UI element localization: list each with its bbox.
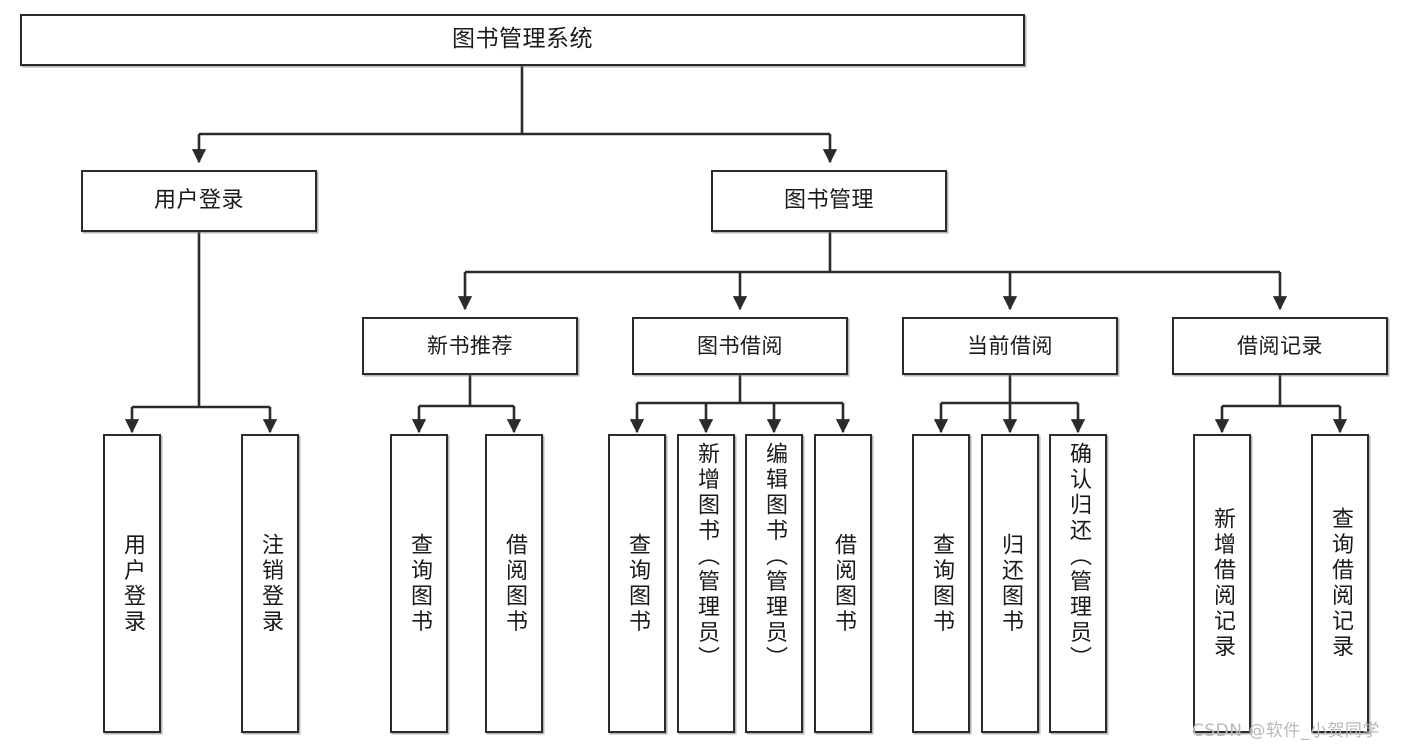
leaf-query-book-2[interactable]: 查询图书	[608, 434, 666, 733]
leaf-confirm-return-admin[interactable]: 确认归还（管理员）	[1049, 434, 1107, 733]
leaf-return-book[interactable]: 归还图书	[981, 434, 1039, 733]
leaf-edit-book-admin-label: 编辑图书（管理员）	[762, 442, 787, 672]
leaf-add-borrow-record-label: 新增借阅记录	[1210, 507, 1235, 660]
leaf-return-book-label: 归还图书	[998, 532, 1023, 635]
leaf-confirm-return-admin-label: 确认归还（管理员）	[1066, 442, 1091, 672]
node-user-login[interactable]: 用户登录	[81, 170, 317, 232]
node-book-management-label: 图书管理	[783, 188, 874, 214]
node-borrow-record[interactable]: 借阅记录	[1172, 317, 1388, 375]
leaf-borrow-book-2-label: 借阅图书	[831, 532, 856, 635]
leaf-query-book-1-label: 查询图书	[407, 532, 432, 635]
leaf-user-login-label: 用户登录	[120, 532, 145, 635]
csdn-watermark: CSDN @软件_小贺同学	[1192, 721, 1380, 741]
node-book-borrow[interactable]: 图书借阅	[632, 317, 848, 375]
node-root[interactable]: 图书管理系统	[20, 14, 1025, 66]
node-new-book-recommend-label: 新书推荐	[427, 333, 513, 358]
leaf-borrow-book-1[interactable]: 借阅图书	[485, 434, 543, 733]
leaf-query-book-3-label: 查询图书	[929, 532, 954, 635]
node-borrow-record-label: 借阅记录	[1237, 333, 1323, 358]
leaf-query-book-2-label: 查询图书	[625, 532, 650, 635]
leaf-add-book-admin-label: 新增图书（管理员）	[694, 442, 719, 672]
leaf-add-book-admin[interactable]: 新增图书（管理员）	[677, 434, 735, 733]
node-root-label: 图书管理系统	[452, 26, 593, 53]
node-current-borrow-label: 当前借阅	[967, 333, 1053, 358]
node-user-login-label: 用户登录	[153, 188, 244, 214]
node-new-book-recommend[interactable]: 新书推荐	[362, 317, 578, 375]
leaf-logout[interactable]: 注销登录	[241, 434, 299, 733]
leaf-borrow-book-2[interactable]: 借阅图书	[814, 434, 872, 733]
node-book-borrow-label: 图书借阅	[697, 333, 783, 358]
leaf-user-login[interactable]: 用户登录	[103, 434, 161, 733]
leaf-edit-book-admin[interactable]: 编辑图书（管理员）	[745, 434, 803, 733]
node-current-borrow[interactable]: 当前借阅	[902, 317, 1118, 375]
node-book-management[interactable]: 图书管理	[711, 170, 947, 232]
leaf-query-book-3[interactable]: 查询图书	[912, 434, 970, 733]
leaf-logout-label: 注销登录	[258, 532, 283, 635]
leaf-query-borrow-record-label: 查询借阅记录	[1328, 507, 1353, 660]
leaf-add-borrow-record[interactable]: 新增借阅记录	[1193, 434, 1251, 733]
leaf-query-book-1[interactable]: 查询图书	[390, 434, 448, 733]
leaf-borrow-book-1-label: 借阅图书	[502, 532, 527, 635]
leaf-query-borrow-record[interactable]: 查询借阅记录	[1311, 434, 1369, 733]
